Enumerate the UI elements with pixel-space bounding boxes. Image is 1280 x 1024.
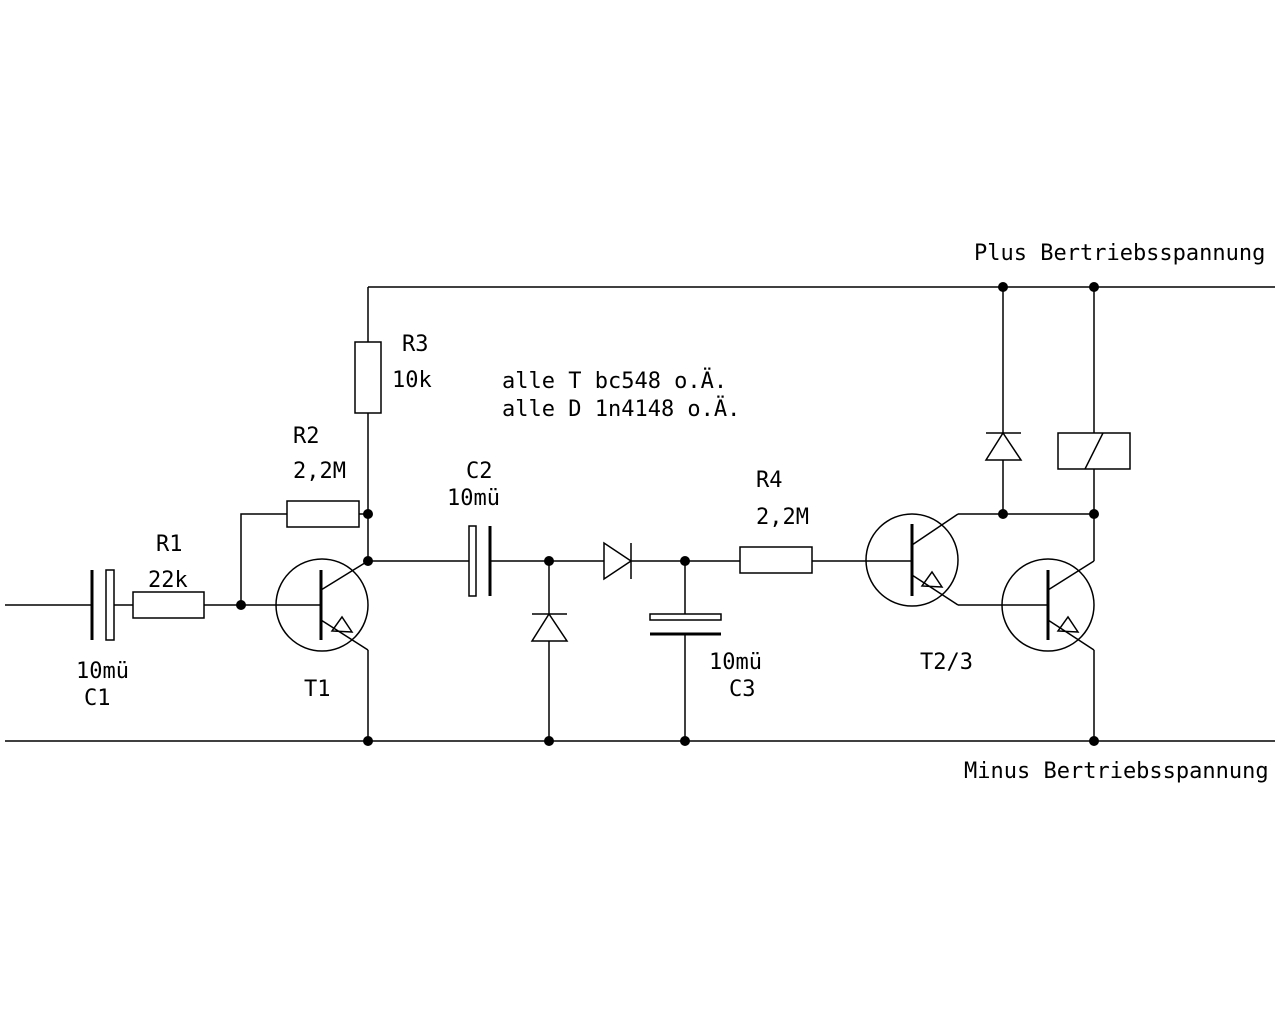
diode-shunt: [530, 612, 569, 642]
note-diodes: alle D 1n4148 o.Ä.: [502, 396, 740, 422]
c1-name-label: C1: [84, 686, 111, 711]
c3-name-label: C3: [729, 677, 756, 702]
diode-freewheel: [984, 431, 1023, 461]
r2-value-label: 2,2M: [293, 459, 346, 484]
note-transistors: alle T bc548 o.Ä.: [502, 368, 727, 394]
relay-coil: [1057, 432, 1131, 470]
resistor-r2: [286, 500, 360, 528]
minus-rail-label: Minus Bertriebsspannung: [964, 759, 1269, 784]
transistor-t3: [1001, 558, 1095, 652]
r4-name-label: R4: [756, 468, 783, 493]
r1-name-label: R1: [156, 532, 183, 557]
capacitor-c2: [468, 525, 492, 597]
r1-value-label: 22k: [148, 568, 188, 593]
r3-value-label: 10k: [392, 368, 432, 393]
resistor-r4: [739, 546, 813, 574]
resistor-r1: [132, 591, 205, 619]
junctions: [236, 282, 1099, 746]
capacitor-c1: [90, 569, 115, 641]
t1-name-label: T1: [304, 677, 331, 702]
c3-value-label: 10mü: [709, 650, 762, 675]
transistor-t2: [865, 513, 959, 607]
capacitor-c3: [649, 613, 722, 636]
r2-name-label: R2: [293, 424, 320, 449]
transistor-t1: [275, 558, 369, 652]
c2-value-label: 10mü: [447, 486, 500, 511]
r3-name-label: R3: [402, 332, 429, 357]
wire-r2-left: [240, 513, 287, 605]
plus-rail-label: Plus Bertriebsspannung: [974, 241, 1265, 266]
resistor-r3: [354, 341, 382, 414]
t23-name-label: T2/3: [920, 650, 973, 675]
diode-series: [603, 541, 633, 581]
r4-value-label: 2,2M: [756, 505, 809, 530]
c1-value-label: 10mü: [76, 659, 129, 684]
c2-name-label: C2: [466, 459, 493, 484]
